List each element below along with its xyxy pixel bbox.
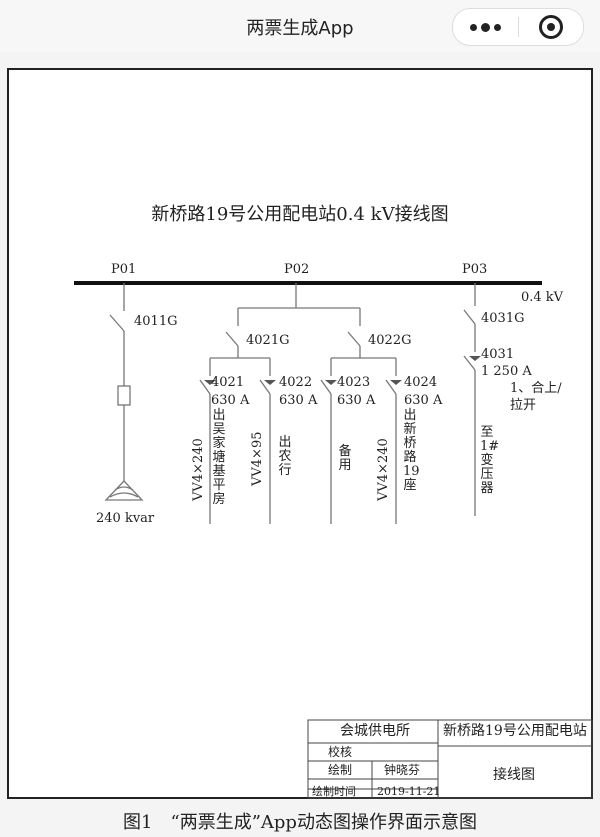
- switch-label-4031[interactable]: 4031: [481, 347, 515, 362]
- switch-4031-operation-note-2: 拉开: [510, 398, 537, 413]
- target-close-icon[interactable]: [519, 9, 583, 45]
- drawing-frame: [7, 68, 593, 799]
- title-block-draw-time-label: 绘制时间: [312, 785, 356, 798]
- transformer-label: 至1#变压器: [480, 425, 500, 496]
- figure-caption: 图1 “两票生成”App动态图操作界面示意图: [123, 812, 477, 833]
- feeder-destination-4023: 备用: [338, 444, 352, 473]
- feeder-current-4023: 630 A: [337, 393, 376, 408]
- feeder-destination-4021: 出吴家塘基平房: [212, 408, 226, 507]
- feeder-id-4024[interactable]: 4024: [404, 375, 438, 390]
- feeder-cable-4024: VV4×240: [376, 438, 391, 501]
- wiring-diagram-lines: [7, 68, 593, 799]
- switch-4023-blade: [320, 379, 332, 395]
- app-title-bar: 两票生成App: [0, 0, 600, 52]
- switch-4031-current: 1 250 A: [481, 364, 532, 379]
- feeder-current-4022: 630 A: [279, 393, 318, 408]
- feeder-current-4021: 630 A: [211, 393, 250, 408]
- mini-program-capsule: [452, 8, 584, 46]
- feeder-id-4023[interactable]: 4023: [337, 375, 371, 390]
- feeder-id-4022[interactable]: 4022: [279, 375, 313, 390]
- voltage-label: 0.4 kV: [521, 290, 564, 305]
- switch-4022g-blade: [347, 331, 361, 347]
- switch-label-4031g[interactable]: 4031G: [481, 311, 525, 326]
- title-block-company: 会城供电所: [340, 723, 410, 739]
- switch-4031g-blade: [463, 309, 476, 325]
- title-block-draw-date: 2019-11-21: [377, 785, 441, 798]
- switch-label-4022g[interactable]: 4022G: [368, 333, 412, 348]
- switch-4022-blade: [259, 379, 271, 395]
- switch-4024-blade: [385, 379, 397, 395]
- switch-label-4011g[interactable]: 4011G: [134, 314, 178, 329]
- title-block-draw-label: 绘制: [328, 763, 353, 777]
- feeder-cable-4021: VV4×240: [191, 438, 206, 501]
- bus-label-p02[interactable]: P02: [284, 262, 310, 277]
- capsule-divider: [518, 17, 519, 37]
- title-block-drawing-name: 接线图: [493, 767, 535, 783]
- more-dots-icon[interactable]: [453, 9, 517, 45]
- switch-4021-blade: [199, 379, 211, 395]
- title-block-station: 新桥路19号公用配电站: [443, 723, 587, 739]
- switch-4031-blade: [463, 355, 476, 371]
- feeder-current-4024: 630 A: [404, 393, 443, 408]
- diagram-canvas[interactable]: 新桥路19号公用配电站0.4 kV接线图 P01 P02 P03 0.4 kV …: [0, 56, 600, 800]
- capacitor-triangle: [104, 480, 144, 501]
- title-block-drawer: 钟晓芬: [384, 763, 421, 777]
- switch-4031-operation-note: 1、合上/: [510, 381, 562, 396]
- switch-4011g-blade: [109, 314, 125, 332]
- title-block-review-label: 校核: [328, 745, 353, 759]
- app-title: 两票生成App: [246, 18, 354, 39]
- diagram-title: 新桥路19号公用配电站0.4 kV接线图: [151, 204, 449, 225]
- feeder-cable-4022: VV4×95: [250, 431, 265, 486]
- feeder-id-4021[interactable]: 4021: [211, 375, 245, 390]
- feeder-destination-4022: 出农行: [278, 435, 292, 478]
- feeder-destination-4024: 出新桥路19座: [403, 408, 420, 493]
- title-block-lines: [307, 719, 593, 799]
- bus-label-p01[interactable]: P01: [111, 262, 137, 277]
- capacitor-label: 240 kvar: [96, 511, 155, 526]
- bus-label-p03[interactable]: P03: [462, 262, 488, 277]
- switch-label-4021g[interactable]: 4021G: [246, 333, 290, 348]
- capacitor-arcs: [109, 486, 139, 498]
- switch-4021g-blade: [225, 331, 239, 347]
